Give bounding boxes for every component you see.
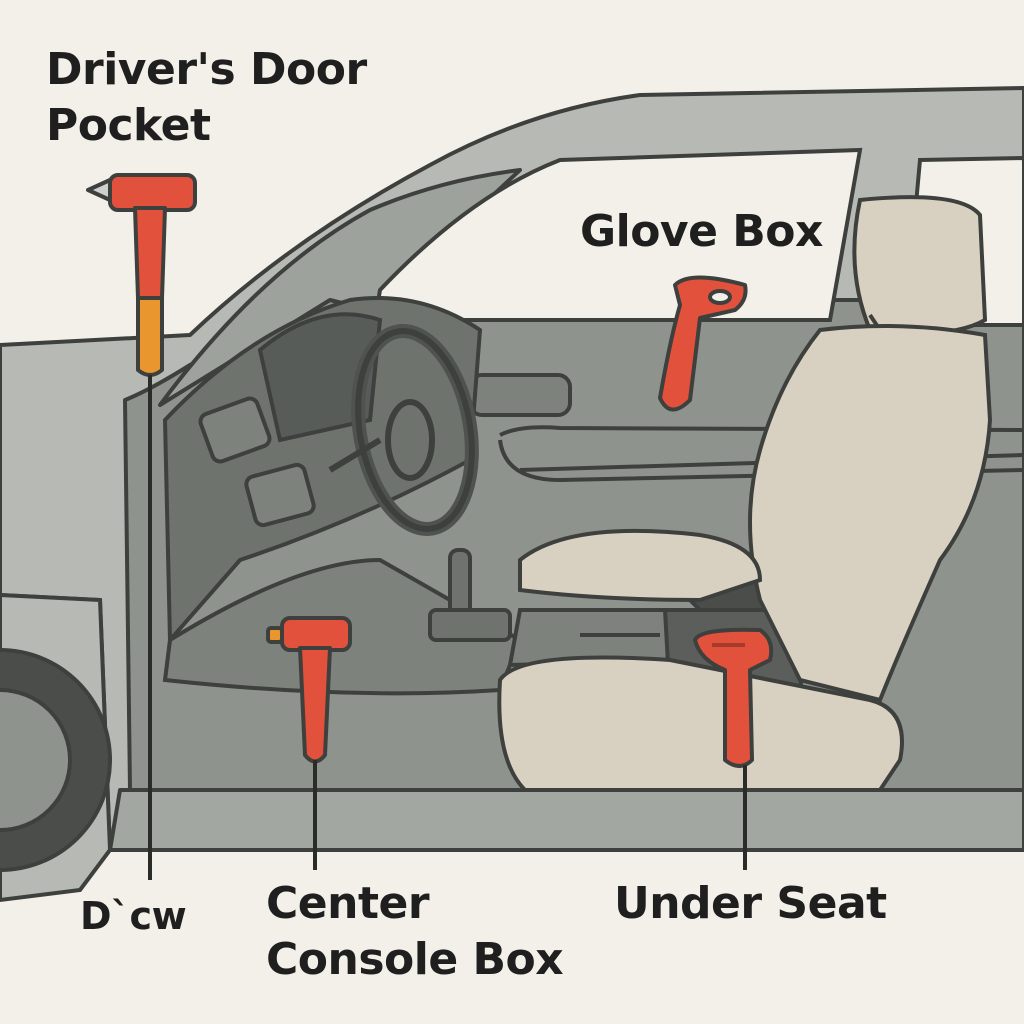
label-drivers-door-pocket: Driver's Door Pocket	[46, 42, 367, 154]
label-glove-box: Glove Box	[580, 206, 823, 257]
emergency-hammer-icon	[86, 173, 197, 377]
seat-cushion	[497, 655, 904, 792]
label-under-seat: Under Seat	[614, 878, 887, 929]
label-line: Driver's Door	[46, 44, 367, 95]
emergency-hammer-icon	[658, 275, 748, 412]
label-line: Console Box	[266, 934, 564, 985]
seat	[497, 195, 993, 792]
emergency-hammer-icon	[693, 627, 774, 768]
steering-wheel	[328, 324, 479, 536]
label-garbled: D`cw	[80, 894, 187, 938]
front-wheel	[0, 592, 113, 903]
label-line: Pocket	[46, 100, 211, 151]
seat-back	[748, 324, 993, 703]
label-line: Center	[266, 878, 430, 929]
front-window	[372, 147, 863, 322]
dashboard	[162, 296, 523, 696]
headrest	[852, 195, 988, 336]
seat-cushion-top	[518, 528, 763, 603]
leader-lines	[148, 375, 747, 880]
door-handle	[468, 373, 572, 417]
emergency-hammer-icon	[266, 616, 352, 764]
label-center-console-box: Center Console Box	[266, 876, 564, 988]
